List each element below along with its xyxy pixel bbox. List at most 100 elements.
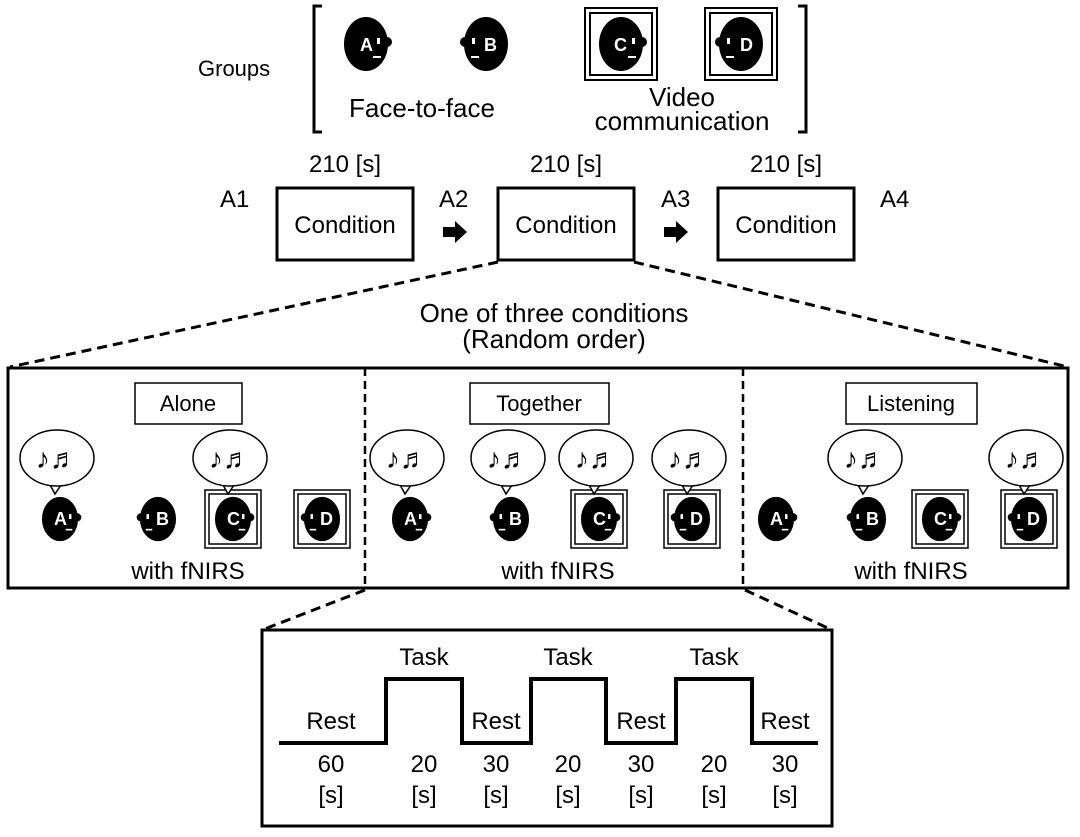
block-3-label: Condition <box>735 212 836 239</box>
phase-duration-unit: [s] <box>483 782 508 809</box>
music-notes-icon: ♪♬ <box>668 443 710 474</box>
block-1-duration: 210 [s] <box>309 151 381 178</box>
speech-bubble-icon: ♪♬ <box>827 429 903 496</box>
face-letter: B <box>866 509 879 529</box>
phase-duration-value: 20 <box>555 751 582 778</box>
conditions-frame <box>6 366 1070 590</box>
speech-bubble-icon: ♪♬ <box>988 429 1064 496</box>
timeline-expansion-left <box>261 588 366 632</box>
point-a2: A2 <box>439 186 468 213</box>
phase-rest-label: Rest <box>471 708 521 735</box>
condition-2-face-a-icon: A <box>391 496 432 542</box>
face-c-video-icon: C <box>584 7 658 81</box>
phase-duration-value: 20 <box>411 751 438 778</box>
phase-duration-value: 30 <box>628 751 655 778</box>
condition-alone-label: Alone <box>160 391 216 416</box>
face-letter: C <box>227 509 240 529</box>
conditions-note-line2: (Random order) <box>462 324 646 354</box>
condition-2-face-c-icon: C <box>570 489 628 549</box>
expansion-line-right <box>633 260 1069 369</box>
timeline-frame <box>260 628 834 828</box>
condition-together-label-box <box>469 382 610 425</box>
phase-duration-value: 20 <box>701 751 728 778</box>
sequence-section: A1 A2 A3 A4 210 [s] 210 [s] 210 [s] Cond… <box>9 151 1069 369</box>
condition-1-face-d-icon: D <box>293 489 351 549</box>
arrow-right-icon <box>443 221 467 243</box>
block-1-box <box>275 186 415 262</box>
phase-duration-value: 30 <box>483 751 510 778</box>
condition-2-face-b-icon: B <box>489 496 530 542</box>
phase-duration-unit: [s] <box>628 782 653 809</box>
condition-alone-label-box <box>134 382 243 425</box>
phase-task-label: Task <box>689 644 739 671</box>
speech-bubble-icon: ♪♬ <box>19 429 95 496</box>
condition-listening-label-box <box>845 382 978 425</box>
block-3-box <box>716 186 856 262</box>
block-1-label: Condition <box>294 212 395 239</box>
condition-together-label: Together <box>496 391 582 416</box>
expansion-line-left <box>9 260 499 369</box>
face-to-face-label: Face-to-face <box>349 93 495 123</box>
face-letter: A <box>54 509 67 529</box>
speech-bubble-icon: ♪♬ <box>369 429 445 496</box>
speech-bubble-icon: ♪♬ <box>192 429 268 496</box>
groups-bracket-right <box>798 4 808 134</box>
music-notes-icon: ♪♬ <box>575 443 617 474</box>
point-a1: A1 <box>220 186 249 213</box>
point-a3: A3 <box>661 186 690 213</box>
timeline-labels: Rest60[s]Task20[s]Rest30[s]Task20[s]Rest… <box>306 644 810 809</box>
music-notes-icon: ♪♬ <box>1005 443 1047 474</box>
block-3-duration: 210 [s] <box>750 151 822 178</box>
conditions-panel: Alone with fNIRS Together with fNIRS Lis… <box>6 366 1070 590</box>
face-d-video-icon: D <box>704 7 778 81</box>
phase-duration-value: 30 <box>772 751 799 778</box>
phase-rest-label: Rest <box>760 708 810 735</box>
block-2-box <box>496 186 636 262</box>
face-letter: D <box>1027 509 1040 529</box>
speech-bubble-icon: ♪♬ <box>651 429 727 496</box>
condition-1-face-c-icon: C <box>204 489 262 549</box>
condition-1-face-a-icon: A <box>41 496 82 542</box>
condition-1-face-b-icon: B <box>136 496 177 542</box>
svg-text:C: C <box>614 35 627 55</box>
condition-together-footer: with fNIRS <box>500 558 614 585</box>
point-a4: A4 <box>880 186 909 213</box>
phase-task-label: Task <box>543 644 593 671</box>
face-letter: C <box>593 509 606 529</box>
phase-duration-unit: [s] <box>701 782 726 809</box>
phase-task-label: Task <box>399 644 449 671</box>
face-letter: A <box>404 509 417 529</box>
groups-section: Groups A B Face-to-face C D Video <box>198 4 808 136</box>
face-letter: D <box>690 509 703 529</box>
music-notes-icon: ♪♬ <box>386 443 428 474</box>
conditions-note-line1: One of three conditions <box>420 298 689 328</box>
phase-duration-unit: [s] <box>318 782 343 809</box>
music-notes-icon: ♪♬ <box>844 443 886 474</box>
svg-text:D: D <box>740 35 753 55</box>
face-b-icon: B <box>460 17 508 71</box>
phase-duration-unit: [s] <box>772 782 797 809</box>
face-letter: C <box>934 509 947 529</box>
video-label-line2: communication <box>595 106 770 136</box>
groups-bracket-left <box>312 4 322 134</box>
svg-text:B: B <box>484 35 497 55</box>
timeline-panel: Rest60[s]Task20[s]Rest30[s]Task20[s]Rest… <box>260 628 834 828</box>
music-notes-icon: ♪♬ <box>36 443 78 474</box>
block-2-label: Condition <box>515 212 616 239</box>
face-a-icon: A <box>344 17 392 71</box>
condition-3-face-b-icon: B <box>846 496 887 542</box>
phase-duration-unit: [s] <box>555 782 580 809</box>
face-letter: B <box>509 509 522 529</box>
speech-bubble-icon: ♪♬ <box>558 429 634 496</box>
timeline-expansion-right <box>744 588 833 632</box>
groups-label: Groups <box>198 56 270 81</box>
phase-rest-label: Rest <box>306 708 356 735</box>
condition-3-face-c-icon: C <box>911 489 969 549</box>
phase-rest-label: Rest <box>616 708 666 735</box>
condition-listening-footer: with fNIRS <box>853 558 967 585</box>
block-2-duration: 210 [s] <box>530 151 602 178</box>
music-notes-icon: ♪♬ <box>209 443 251 474</box>
condition-listening-label: Listening <box>867 391 955 416</box>
condition-3-face-d-icon: D <box>1000 489 1058 549</box>
